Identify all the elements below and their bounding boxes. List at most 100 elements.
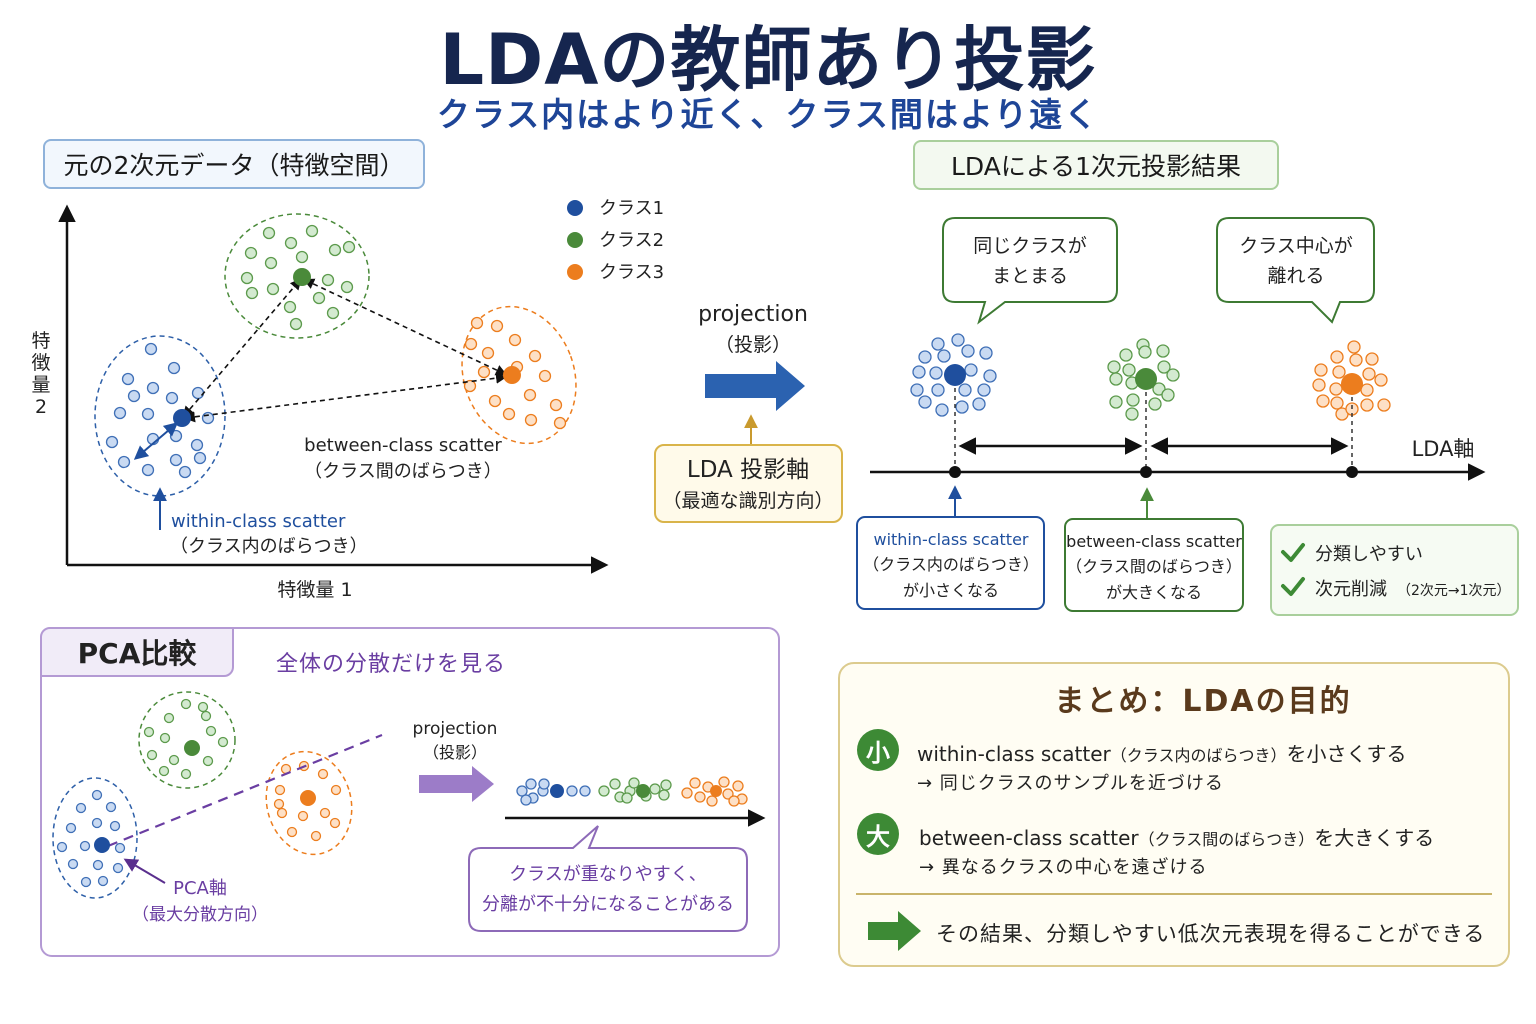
scatter-dot bbox=[1374, 373, 1388, 387]
scatter-dot bbox=[649, 783, 661, 795]
scatter-dot bbox=[549, 398, 563, 412]
scatter-dot bbox=[312, 291, 326, 305]
lda-axis-box-sub: （最適な識別方向） bbox=[662, 490, 833, 512]
summary-between-tail: を大きくする bbox=[1314, 826, 1435, 850]
scatter-dot bbox=[168, 754, 180, 766]
scatter-dot bbox=[1119, 348, 1133, 362]
scatter-dot bbox=[490, 319, 504, 333]
legend-class1-marker bbox=[567, 200, 583, 216]
scatter-dot bbox=[79, 840, 91, 852]
scatter-dot bbox=[180, 698, 192, 710]
scatter-points-pca bbox=[56, 698, 342, 888]
summary-within-tail: を小さくする bbox=[1286, 742, 1407, 766]
lda-axis-point-2 bbox=[1140, 466, 1152, 478]
summary-panel bbox=[838, 662, 1510, 967]
scatter-dot bbox=[1125, 407, 1139, 421]
scatter-dot bbox=[169, 429, 183, 443]
scatter-dot bbox=[180, 768, 192, 780]
benefit-classify: 分類しやすい bbox=[1315, 544, 1423, 565]
small-icon: 小 bbox=[857, 729, 899, 771]
class3-center bbox=[503, 366, 521, 384]
scatter-dot bbox=[528, 349, 542, 363]
scatter-dot bbox=[1148, 397, 1162, 411]
pca-class2-ellipse bbox=[138, 691, 236, 789]
scatter-dot bbox=[1138, 345, 1152, 359]
scatter-dot bbox=[694, 791, 706, 803]
lda-class2-center bbox=[1135, 368, 1157, 390]
between-sub: （クラス間のばらつき） bbox=[304, 461, 502, 482]
class2-center bbox=[293, 268, 311, 286]
scatter-dot bbox=[193, 451, 207, 465]
scatter-dot bbox=[579, 785, 591, 797]
scatter-points-lda bbox=[910, 333, 1391, 421]
scatter-dot bbox=[1377, 398, 1391, 412]
summary-between-paren: （クラス間のばらつき） bbox=[1138, 830, 1315, 849]
scatter-dot bbox=[628, 777, 640, 789]
scatter-dot bbox=[910, 383, 924, 397]
scatter-dot bbox=[983, 369, 997, 383]
scatter-dot bbox=[732, 780, 744, 792]
pca-class3-center bbox=[300, 790, 316, 806]
pca-class2-center bbox=[184, 740, 200, 756]
scatter-dot bbox=[951, 333, 965, 347]
scatter-dot bbox=[470, 316, 484, 330]
conclusion-arrow-icon bbox=[868, 911, 921, 951]
scatter-dot bbox=[1329, 382, 1343, 396]
scatter-dot bbox=[283, 300, 297, 314]
pca-axis-label: PCA軸 bbox=[173, 878, 227, 899]
scatter-dot bbox=[1347, 340, 1361, 354]
within-result-box bbox=[856, 516, 1045, 610]
scatter-dot bbox=[1365, 352, 1379, 366]
summary-within-sub: → 同じクラスのサンプルを近づける bbox=[917, 773, 1224, 794]
scatter-dot bbox=[91, 789, 103, 801]
scatter-dot bbox=[977, 383, 991, 397]
scatter-dot bbox=[202, 755, 214, 767]
scatter-dot bbox=[538, 369, 552, 383]
bubble-centers-apart-line1: クラス中心が bbox=[1239, 235, 1353, 257]
scatter-dot bbox=[262, 226, 276, 240]
y-axis-label-char: 2 bbox=[35, 396, 47, 418]
scatter-dot bbox=[217, 736, 229, 748]
lda-class3-center bbox=[1341, 373, 1363, 395]
scatter-dot bbox=[609, 778, 621, 790]
lda-axis-box-title: LDA 投影軸 bbox=[687, 457, 809, 483]
benefit-dimred: 次元削減 bbox=[1315, 579, 1387, 600]
bubble-same-class-line1: 同じクラスが bbox=[973, 235, 1087, 257]
lda-axis-point-3 bbox=[1346, 466, 1358, 478]
scatter-dot bbox=[553, 416, 567, 430]
pca-comparison-panel bbox=[40, 627, 780, 957]
scatter-dot bbox=[266, 282, 280, 296]
scatter-dot bbox=[972, 397, 986, 411]
scatter-dot bbox=[163, 712, 175, 724]
scatter-dot bbox=[538, 778, 550, 790]
scatter-dot bbox=[1362, 367, 1376, 381]
between-result-line2: （クラス間のばらつき） bbox=[1066, 557, 1242, 576]
projection-arrow bbox=[705, 361, 805, 411]
bubble-same-class bbox=[942, 217, 1118, 325]
scatter-dot bbox=[1332, 365, 1346, 379]
summary-item-within: within-class scatter（クラス内のばらつき）を小さくする bbox=[917, 738, 1406, 767]
scatter-dot bbox=[169, 453, 183, 467]
projection-sub: （投影） bbox=[715, 334, 791, 356]
scatter-dot bbox=[75, 802, 87, 814]
scatter-dot bbox=[1166, 368, 1180, 382]
within-result-line2: （クラス内のばらつき） bbox=[863, 555, 1039, 574]
pca-proj-class2-center bbox=[636, 784, 650, 798]
scatter-dot bbox=[146, 381, 160, 395]
scatter-dot bbox=[328, 243, 342, 257]
legend-class3-label: クラス3 bbox=[599, 262, 664, 283]
pca-class1-center bbox=[94, 837, 110, 853]
scatter-points-pca-projected bbox=[516, 776, 748, 807]
scatter-dot bbox=[566, 785, 578, 797]
scatter-dot bbox=[718, 776, 730, 788]
scatter-dot bbox=[524, 413, 538, 427]
scatter-dot bbox=[305, 224, 319, 238]
pca-projection-sub: （投影） bbox=[423, 743, 487, 762]
summary-between-main: between-class scatter bbox=[919, 826, 1139, 850]
scatter-dot bbox=[310, 830, 322, 842]
scatter-dot bbox=[329, 817, 341, 829]
class2-ellipse bbox=[224, 213, 370, 339]
scatter-dot bbox=[191, 386, 205, 400]
scatter-dot bbox=[284, 236, 298, 250]
page-title: LDAの教師あり投影 bbox=[439, 19, 1097, 101]
